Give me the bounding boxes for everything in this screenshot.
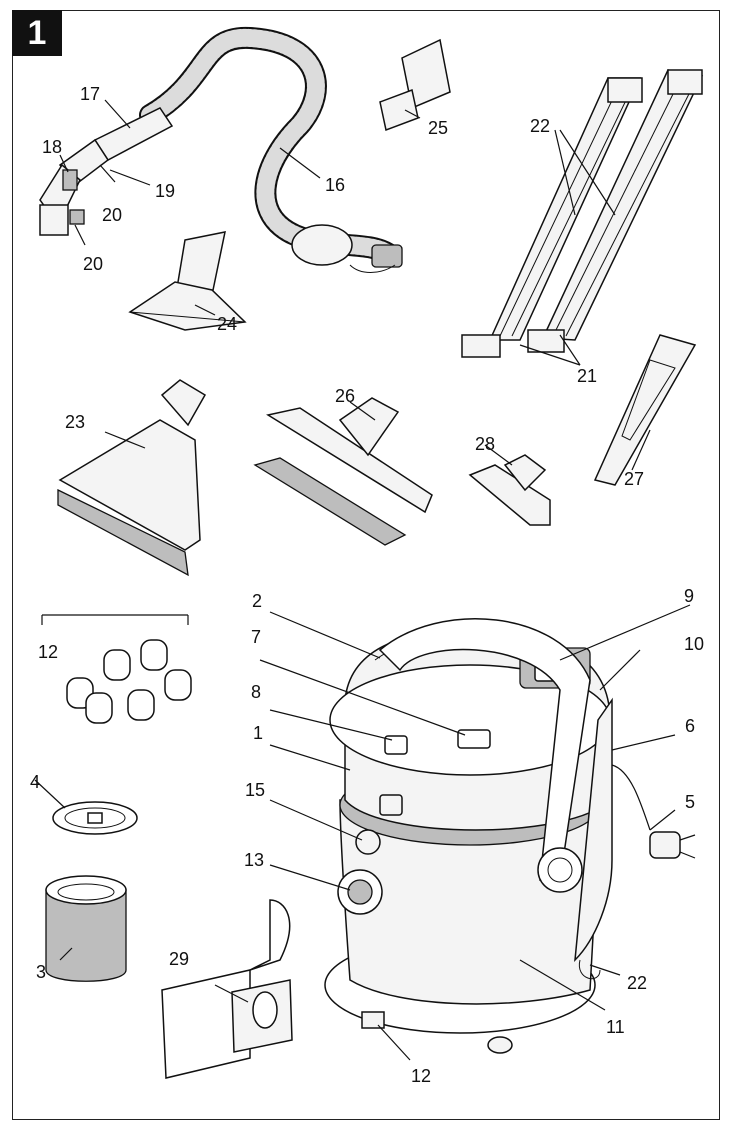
crevice-nozzle-27 — [593, 334, 697, 486]
upholstery-nozzle-24 — [128, 231, 247, 331]
spray-handle — [39, 107, 174, 236]
callout-26: 26 — [335, 386, 355, 406]
callout-28: 28 — [475, 434, 495, 454]
callout-4: 4 — [30, 772, 40, 792]
callout-23: 23 — [65, 412, 85, 432]
callout-9: 9 — [684, 586, 694, 606]
callout-labels: 2 9 10 7 12 8 6 1 4 15 5 13 29 3 22 11 1… — [30, 84, 704, 1086]
callout-24: 24 — [217, 314, 237, 334]
callout-5: 5 — [685, 792, 695, 812]
callout-15: 16 — [325, 175, 345, 195]
floor-nozzle-26 — [253, 397, 433, 546]
figure-number-badge: 1 — [12, 10, 62, 56]
vacuum-cleaner-body — [324, 618, 613, 1054]
callout-16: 17 — [80, 84, 100, 104]
callout-18: 19 — [155, 181, 175, 201]
callout-20-tubes: 21 — [577, 366, 597, 386]
callout-27: 27 — [624, 469, 644, 489]
spray-extraction-nozzle-23 — [57, 379, 207, 577]
callout-19: 20 — [102, 205, 122, 225]
extension-tubes — [461, 69, 704, 358]
callout-2: 2 — [252, 591, 262, 611]
callout-8: 8 — [251, 682, 261, 702]
callout-14: 15 — [245, 780, 265, 800]
callout-10: 10 — [684, 634, 704, 654]
nozzle-25 — [379, 38, 451, 132]
leader-lines — [34, 99, 691, 1061]
filter-cartridge-3 — [45, 875, 127, 982]
callout-13: 13 — [244, 850, 264, 870]
power-plug — [611, 764, 696, 859]
callout-17: 18 — [42, 137, 62, 157]
callout-22: 22 — [627, 973, 647, 993]
callout-12-base: 12 — [411, 1066, 431, 1086]
callout-21: 22 — [530, 116, 550, 136]
callout-11: 11 — [606, 1017, 625, 1037]
figure-frame — [12, 10, 720, 1120]
floor-nozzle-28 — [468, 454, 551, 526]
suction-hose — [139, 26, 403, 273]
callout-1: 1 — [253, 723, 263, 743]
callout-3: 3 — [36, 962, 46, 982]
callout-29: 29 — [169, 949, 189, 969]
callout-6: 6 — [685, 716, 695, 736]
callout-7: 7 — [251, 627, 261, 647]
filter-disc-4 — [52, 801, 138, 835]
callout-12-castors: 12 — [38, 642, 58, 662]
filter-bag-29 — [161, 899, 293, 1079]
callout-20-handle: 20 — [83, 254, 103, 274]
callout-25: 25 — [428, 118, 448, 138]
castor-set — [41, 614, 192, 724]
